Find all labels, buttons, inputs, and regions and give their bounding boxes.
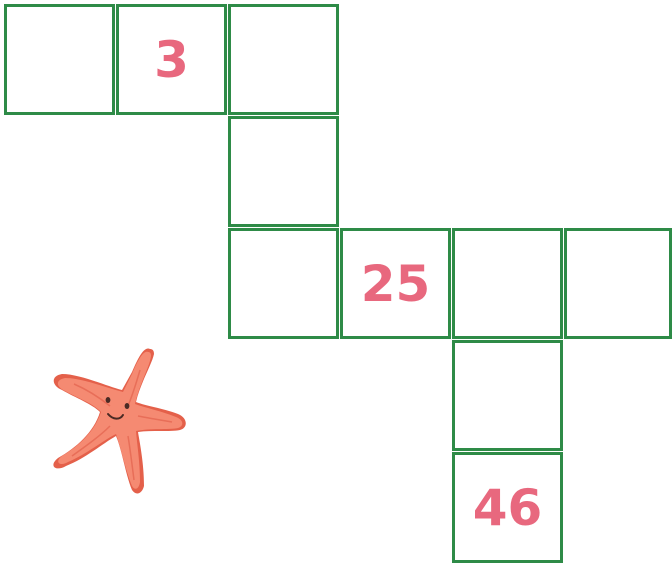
cell-number: 3 (154, 35, 189, 85)
cell-number: 46 (473, 483, 543, 533)
cell-number: 25 (361, 259, 431, 309)
puzzle-cell[interactable]: 3 (116, 4, 227, 115)
puzzle-cell[interactable] (564, 228, 672, 339)
puzzle-cell[interactable]: 25 (340, 228, 451, 339)
puzzle-cell[interactable]: 46 (452, 452, 563, 563)
puzzle-cell[interactable] (228, 4, 339, 115)
puzzle-cell[interactable] (228, 228, 339, 339)
puzzle-cell[interactable] (4, 4, 115, 115)
puzzle-cell[interactable] (452, 340, 563, 451)
puzzle-cell[interactable] (228, 116, 339, 227)
puzzle-cell[interactable] (452, 228, 563, 339)
starfish-icon (40, 340, 195, 505)
